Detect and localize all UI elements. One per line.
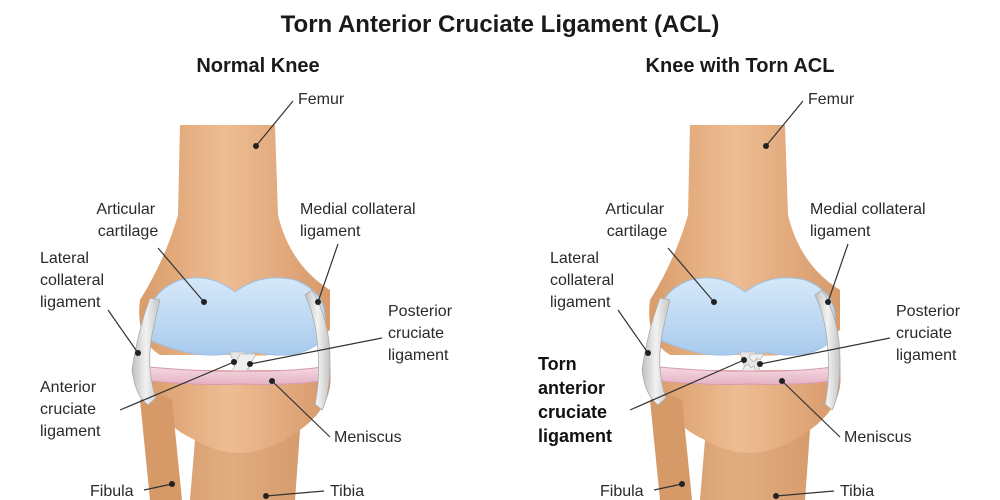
panel-heading-normal: Normal Knee: [196, 55, 319, 77]
leader-anterior-cruciate: [119, 361, 235, 411]
tibia-shading: [190, 430, 300, 500]
leader-fibula: [653, 483, 683, 491]
leader-posterior-cruciate: [249, 337, 383, 365]
fibula-bone: [650, 395, 692, 500]
leader-articular-cartilage: [667, 247, 715, 303]
label-lateral-collateral: Lateral collateral ligament: [550, 250, 618, 311]
leader-fibula: [143, 483, 173, 491]
marker-femur: [763, 143, 769, 149]
fibula-bone: [140, 395, 182, 500]
label-anterior-cruciate: Anterior cruciate ligament: [40, 379, 101, 440]
label-femur: Femur: [298, 91, 345, 108]
marker-tibia: [263, 493, 269, 499]
marker-torn-anterior-cruciate: [741, 357, 747, 363]
marker-posterior-cruciate: [247, 361, 253, 367]
marker-articular-cartilage: [711, 299, 717, 305]
leader-posterior-cruciate: [759, 337, 891, 365]
medial-collateral-ligament: [304, 289, 331, 411]
marker-tibia: [773, 493, 779, 499]
lateral-collateral-ligament: [131, 297, 161, 406]
leader-tibia: [775, 490, 835, 497]
panel-normal-knee: Normal Knee Femur Articular cartilage: [40, 55, 456, 500]
leader-meniscus: [271, 380, 331, 438]
marker-anterior-cruciate: [231, 359, 237, 365]
label-femur: Femur: [808, 91, 855, 108]
label-tibia: Tibia: [330, 483, 364, 500]
marker-fibula: [169, 481, 175, 487]
leader-torn-anterior-cruciate: [629, 359, 745, 411]
meniscus: [647, 365, 841, 385]
label-fibula: Fibula: [90, 483, 134, 500]
tibia-shading: [700, 430, 810, 500]
page-title: Torn Anterior Cruciate Ligament (ACL): [281, 11, 720, 38]
lateral-collateral-ligament: [641, 297, 671, 406]
label-posterior-cruciate: Posterior cruciate ligament: [388, 303, 456, 364]
leader-articular-cartilage: [157, 247, 205, 303]
leader-lateral-collateral: [617, 309, 649, 354]
marker-femur: [253, 143, 259, 149]
marker-posterior-cruciate: [757, 361, 763, 367]
label-lateral-collateral: Lateral collateral ligament: [40, 250, 108, 311]
label-medial-collateral: Medial collateral ligament: [300, 201, 420, 240]
label-articular-cartilage: Articular cartilage: [605, 201, 668, 240]
marker-articular-cartilage: [201, 299, 207, 305]
panel-torn-acl-knee: Knee with Torn ACL Femur Articular carti…: [538, 55, 964, 500]
marker-meniscus: [779, 378, 785, 384]
leader-femur: [255, 100, 294, 147]
marker-lateral-collateral: [645, 350, 651, 356]
label-meniscus: Meniscus: [844, 429, 912, 446]
medial-collateral-ligament: [814, 289, 841, 411]
marker-fibula: [679, 481, 685, 487]
leader-meniscus: [781, 380, 841, 438]
label-medial-collateral: Medial collateral ligament: [810, 201, 930, 240]
label-torn-anterior-cruciate: Torn anterior cruciate ligament: [538, 354, 612, 446]
label-fibula: Fibula: [600, 483, 644, 500]
marker-medial-collateral: [825, 299, 831, 305]
leader-tibia: [265, 490, 325, 497]
label-posterior-cruciate: Posterior cruciate ligament: [896, 303, 964, 364]
marker-medial-collateral: [315, 299, 321, 305]
marker-lateral-collateral: [135, 350, 141, 356]
label-meniscus: Meniscus: [334, 429, 402, 446]
leader-lateral-collateral: [107, 309, 139, 354]
panel-heading-torn: Knee with Torn ACL: [646, 55, 835, 77]
label-articular-cartilage: Articular cartilage: [96, 201, 159, 240]
leader-femur: [765, 100, 804, 147]
tibia-bone: [145, 370, 331, 500]
label-tibia: Tibia: [840, 483, 874, 500]
leader-medial-collateral: [317, 243, 339, 303]
leader-medial-collateral: [827, 243, 849, 303]
tibia-bone: [655, 370, 841, 500]
marker-meniscus: [269, 378, 275, 384]
